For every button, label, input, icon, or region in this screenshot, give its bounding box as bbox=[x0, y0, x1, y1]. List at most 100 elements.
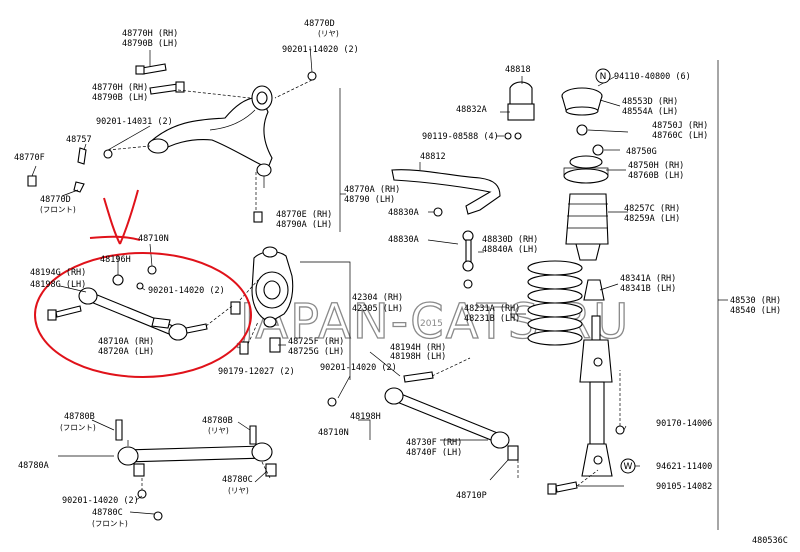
bushing bbox=[230, 301, 241, 315]
part-label: 48710A (RH) bbox=[98, 337, 154, 347]
upper-mount bbox=[561, 87, 604, 156]
part-label: 48818 bbox=[505, 65, 531, 75]
diagram-code: 480536C bbox=[752, 536, 788, 546]
part-label: 48780C bbox=[222, 475, 253, 485]
part-label: 48760C (LH) bbox=[652, 131, 708, 141]
part-label: 48760B (LH) bbox=[628, 171, 684, 181]
part-label: 48770H (RH) bbox=[122, 29, 178, 39]
part-label: 90201-14020 (2) bbox=[62, 496, 139, 506]
part-label: (フロント) bbox=[40, 205, 76, 214]
part-label: 48740F (LH) bbox=[406, 448, 462, 458]
part-label: 90201-14020 (2) bbox=[148, 286, 225, 296]
part-label: 90201-14020 (2) bbox=[320, 363, 397, 373]
part-label: 48770H (RH) bbox=[92, 83, 148, 93]
part-label: 48710N bbox=[318, 428, 349, 438]
part-labels: 48770H (RH) 48790B (LH) 48770D (リヤ) 9020… bbox=[14, 19, 788, 546]
part-label: (リヤ) bbox=[318, 29, 339, 38]
bushing bbox=[239, 341, 249, 355]
part-label: 48790B (LH) bbox=[92, 93, 148, 103]
part-label: 48770E (RH) bbox=[276, 210, 332, 220]
part-label: (リヤ) bbox=[208, 426, 229, 435]
bump-stopper bbox=[583, 279, 605, 301]
lower-arm-front bbox=[115, 419, 277, 521]
toe-control-link bbox=[47, 265, 208, 341]
part-label: 48196H bbox=[100, 255, 131, 265]
part-label: 48720A (LH) bbox=[98, 347, 154, 357]
annotation-arrow-right bbox=[119, 189, 139, 245]
callout-n: N bbox=[595, 68, 611, 84]
part-label: 48830A bbox=[388, 235, 419, 245]
spring-upper-seat bbox=[563, 155, 609, 184]
part-label: 48780C bbox=[92, 508, 123, 518]
stabilizer-bushing bbox=[500, 81, 535, 121]
dust-boot bbox=[565, 193, 609, 261]
part-label: 48780B bbox=[202, 416, 233, 426]
part-label: 48790B (LH) bbox=[122, 39, 178, 49]
part-label: (リヤ) bbox=[228, 486, 249, 495]
stabilizer-link bbox=[433, 207, 474, 289]
part-label: 48231A (RH) bbox=[464, 304, 520, 314]
upper-arm-bolts bbox=[27, 63, 317, 223]
part-label: 48259A (LH) bbox=[624, 214, 680, 224]
part-label: 94621-11400 bbox=[656, 462, 712, 472]
part-label: 48554A (LH) bbox=[622, 107, 678, 117]
lower-suspension-arm bbox=[327, 371, 519, 461]
rear-axle-carrier bbox=[251, 246, 294, 328]
part-label: 48341B (LH) bbox=[620, 284, 676, 294]
part-label: 48812 bbox=[420, 152, 446, 162]
annotation-circle bbox=[34, 252, 252, 378]
part-label: 90105-14082 bbox=[656, 482, 712, 492]
svg-text:W: W bbox=[624, 462, 633, 472]
part-label: 48790 (LH) bbox=[344, 195, 395, 205]
part-label: 48341A (RH) bbox=[620, 274, 676, 284]
part-label: 48198H bbox=[350, 412, 381, 422]
part-label: 48725F (RH) bbox=[288, 337, 344, 347]
upper-control-arm bbox=[147, 85, 273, 188]
part-label: 94110-40800 (6) bbox=[614, 72, 691, 82]
part-label: 48770A (RH) bbox=[344, 185, 400, 195]
part-label: 48730F (RH) bbox=[406, 438, 462, 448]
part-label: 48553D (RH) bbox=[622, 97, 678, 107]
part-label: 48194H (RH) bbox=[390, 343, 446, 353]
watermark-year: 2015 bbox=[420, 319, 443, 329]
part-label: 90201-14031 (2) bbox=[96, 117, 173, 127]
coil-spring bbox=[527, 260, 583, 346]
part-label: 42304 (RH) bbox=[352, 293, 403, 303]
part-label: (フロント) bbox=[60, 423, 96, 432]
part-label: 48540 (LH) bbox=[730, 306, 781, 316]
part-label: 48750G bbox=[626, 147, 657, 157]
part-label: 42305 (LH) bbox=[352, 304, 403, 314]
part-label: 48231B (LH) bbox=[464, 314, 520, 324]
part-label: 90201-14020 (2) bbox=[282, 45, 359, 55]
part-label: 48530 (RH) bbox=[730, 296, 781, 306]
svg-text:N: N bbox=[600, 72, 607, 82]
shock-absorber bbox=[579, 315, 613, 477]
part-label: 48750J (RH) bbox=[652, 121, 708, 131]
part-label: 48840A (LH) bbox=[482, 245, 538, 255]
annotation-arrow-left bbox=[103, 197, 121, 245]
part-label: 48830D (RH) bbox=[482, 235, 538, 245]
part-label: 48757 bbox=[66, 135, 92, 145]
part-label: 48832A bbox=[456, 105, 487, 115]
part-label: 48710P bbox=[456, 491, 487, 501]
part-label: 48198G (LH) bbox=[30, 280, 86, 290]
annotation-underline bbox=[89, 235, 141, 241]
part-label: 48194G (RH) bbox=[30, 268, 86, 278]
part-label: 48725G (LH) bbox=[288, 347, 344, 357]
callout-w: W bbox=[620, 458, 636, 474]
part-label: 48257C (RH) bbox=[624, 204, 680, 214]
stabilizer-bar bbox=[391, 169, 501, 215]
part-label: 90170-14006 bbox=[656, 419, 712, 429]
part-label: 48830A bbox=[388, 208, 419, 218]
part-label: (フロント) bbox=[92, 519, 128, 528]
part-label: 48710N bbox=[138, 234, 169, 244]
part-label: 48780B bbox=[64, 412, 95, 422]
part-label: 48780A bbox=[18, 461, 49, 471]
part-label: 90119-08588 (4) bbox=[422, 132, 499, 142]
part-label: 48770D bbox=[304, 19, 335, 29]
part-label: 48750H (RH) bbox=[628, 161, 684, 171]
part-label: 48790A (LH) bbox=[276, 220, 332, 230]
part-label: 48198H (LH) bbox=[390, 352, 446, 362]
